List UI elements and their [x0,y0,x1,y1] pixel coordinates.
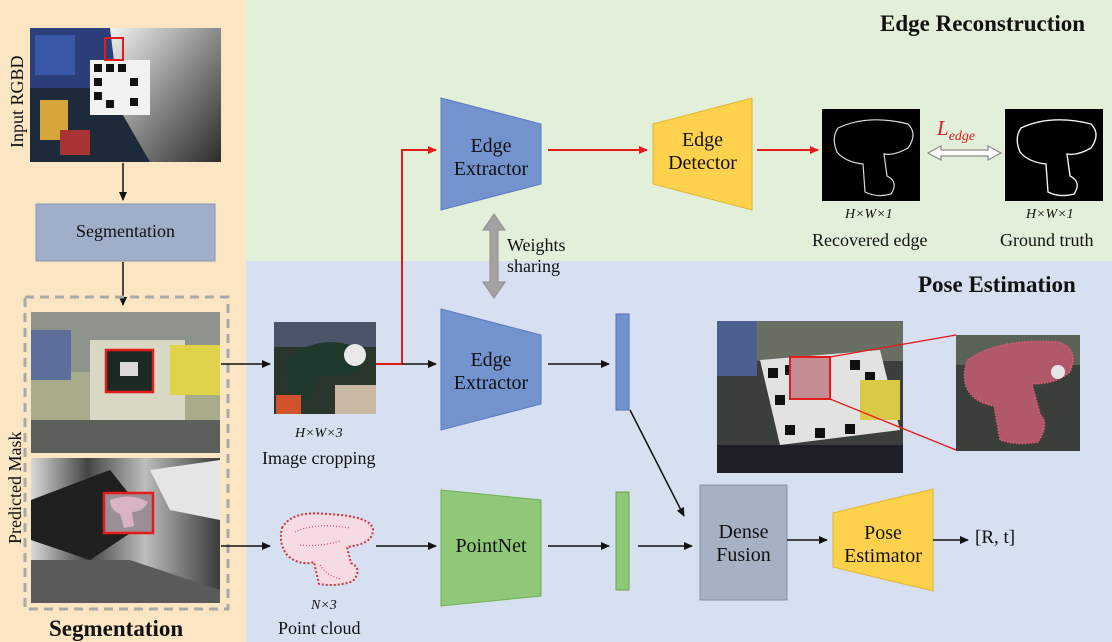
ground-truth-dim: H×W×1 [1026,207,1074,222]
pose-estimator-line2: Estimator [844,545,922,567]
segmentation-box [35,203,216,262]
edge-extractor-top-label: Edge Extractor [441,135,541,181]
pose-estimation-panel [246,261,1112,642]
edge-extractor-top [440,97,542,211]
predicted-mask-frame [23,295,230,611]
cropped-image [274,322,376,414]
crop-dim: H×W×3 [295,426,343,441]
edge-extractor-mid [440,308,542,431]
point-cloud-image [279,512,375,586]
cloud-dim: N×3 [311,598,337,613]
edge-detector-line2: Detector [668,152,737,174]
predicted-mask-label: Predicted Mask [5,431,25,544]
pose-estimator-label: Pose Estimator [833,522,933,568]
loss-subscript: edge [948,129,976,145]
dense-fusion-line2: Fusion [716,544,771,566]
mask-rgb-image [31,312,220,453]
zoom-line-top [829,334,957,358]
input-rgbd-image [30,28,221,162]
edge-extractor-top-line2: Extractor [453,158,529,180]
mask-depth-image [31,458,220,603]
edge-extractor-mid-line1: Edge [470,349,512,371]
loss-symbol: L [937,116,949,140]
arrow-rgbfeat-to-fusion [629,409,685,517]
edge-detector [652,97,753,211]
rgb-feature-bar [615,313,630,411]
weights-sharing-arrow [482,213,506,299]
edge-detector-label: Edge Detector [653,129,752,175]
recovered-edge-caption: Recovered edge [812,230,928,250]
edge-extractor-top-line1: Edge [470,135,512,157]
edge-extractor-mid-line2: Extractor [453,372,529,394]
ground-truth-caption: Ground truth [1000,230,1094,250]
input-rgbd-label: Input RGBD [7,55,27,148]
weights-sharing-line2: sharing [507,255,560,276]
geometry-feature-bar [615,491,630,591]
pose-estimator-line1: Pose [864,522,902,544]
weights-sharing-line1: Weights [507,235,566,255]
recovered-edge-dim: H×W×1 [845,207,893,222]
pose-result-zoom-image [956,335,1080,451]
ground-truth-image [1005,109,1103,201]
crop-caption: Image cropping [262,448,376,468]
weights-sharing-label: Weights sharing [507,235,566,276]
edge-loss-label: Ledge [937,116,975,145]
pose-result-label: [R, t] [975,527,1016,548]
red-arrow-crop-to-top-extractor [376,146,437,365]
edge-extractor-mid-label: Edge Extractor [441,349,541,395]
edge-detector-line1: Edge [681,129,724,151]
edge-reconstruction-title: Edge Reconstruction [880,11,1086,36]
dense-fusion-label: Dense Fusion [700,521,787,567]
pointnet-label: PointNet [455,535,527,557]
loss-double-arrow [926,144,1003,162]
zoom-line-bottom [829,398,957,451]
dense-fusion-box [699,484,788,601]
recovered-edge-image [822,109,920,201]
dense-fusion-line1: Dense [718,521,769,543]
pose-result-scene-image [717,321,903,473]
segmentation-title: Segmentation [49,616,184,641]
pointnet-box [440,489,542,607]
pose-estimation-title: Pose Estimation [918,272,1076,297]
cloud-caption: Point cloud [278,618,361,638]
segmentation-box-label: Segmentation [76,221,175,241]
pose-estimator [832,488,934,592]
